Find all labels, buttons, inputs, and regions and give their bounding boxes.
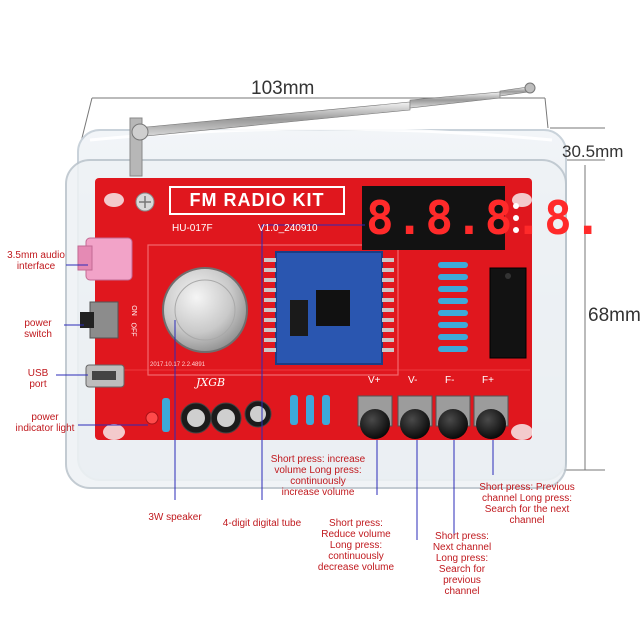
tactile-buttons bbox=[357, 395, 509, 439]
audio-interface-label: 3.5mm audio interface bbox=[7, 250, 65, 272]
button-label-fplus: F+ bbox=[482, 375, 494, 386]
speaker-label: 3W speaker bbox=[148, 512, 202, 523]
capacitors bbox=[180, 400, 272, 434]
board-title: FM RADIO KIT bbox=[189, 190, 325, 210]
display-digits: 8.8.8.8. bbox=[366, 191, 604, 245]
left-ports bbox=[77, 237, 159, 425]
fminus-callout: Short press: Next channel Long press: Se… bbox=[432, 531, 492, 597]
vminus-callout: Short press: Reduce volume Long press: c… bbox=[317, 518, 395, 573]
board-silk-date: 2017.10.17 2.2.4891 bbox=[150, 362, 206, 368]
title-box bbox=[169, 186, 345, 215]
indicator-leds bbox=[513, 203, 519, 233]
fm-module bbox=[275, 251, 383, 365]
button-label-vminus: V- bbox=[408, 375, 418, 386]
resistor-array bbox=[162, 262, 468, 432]
antenna bbox=[129, 82, 536, 177]
button-label-fminus: F- bbox=[445, 375, 455, 386]
module-pins bbox=[264, 258, 394, 352]
speaker bbox=[162, 267, 248, 353]
usb-port-label: USB port bbox=[27, 368, 49, 390]
board-logo: JXGB bbox=[196, 376, 226, 389]
depth-dimension: 30.5mm bbox=[562, 142, 624, 161]
height-dimension: 68mm bbox=[588, 305, 640, 327]
vplus-callout: Short press: increase volume Long press:… bbox=[270, 454, 366, 498]
switch-on-label: ON bbox=[129, 305, 137, 316]
fplus-callout: Short press: Previous channel Long press… bbox=[479, 482, 575, 526]
digital-tube-display bbox=[362, 186, 505, 250]
button-label-vplus: V+ bbox=[368, 375, 381, 386]
switch-off-label: OFF bbox=[129, 322, 137, 337]
leader-lines bbox=[56, 224, 494, 540]
ic-chip bbox=[489, 267, 527, 359]
width-dimension: 103mm bbox=[251, 78, 315, 99]
power-switch-label: power switch bbox=[24, 318, 52, 340]
digital-tube-label: 4-digit digital tube bbox=[222, 518, 302, 529]
power-indicator-label: power indicator light bbox=[15, 412, 75, 434]
board-version: V1.0_240910 bbox=[258, 223, 318, 234]
board-model: HU-017F bbox=[172, 223, 213, 234]
